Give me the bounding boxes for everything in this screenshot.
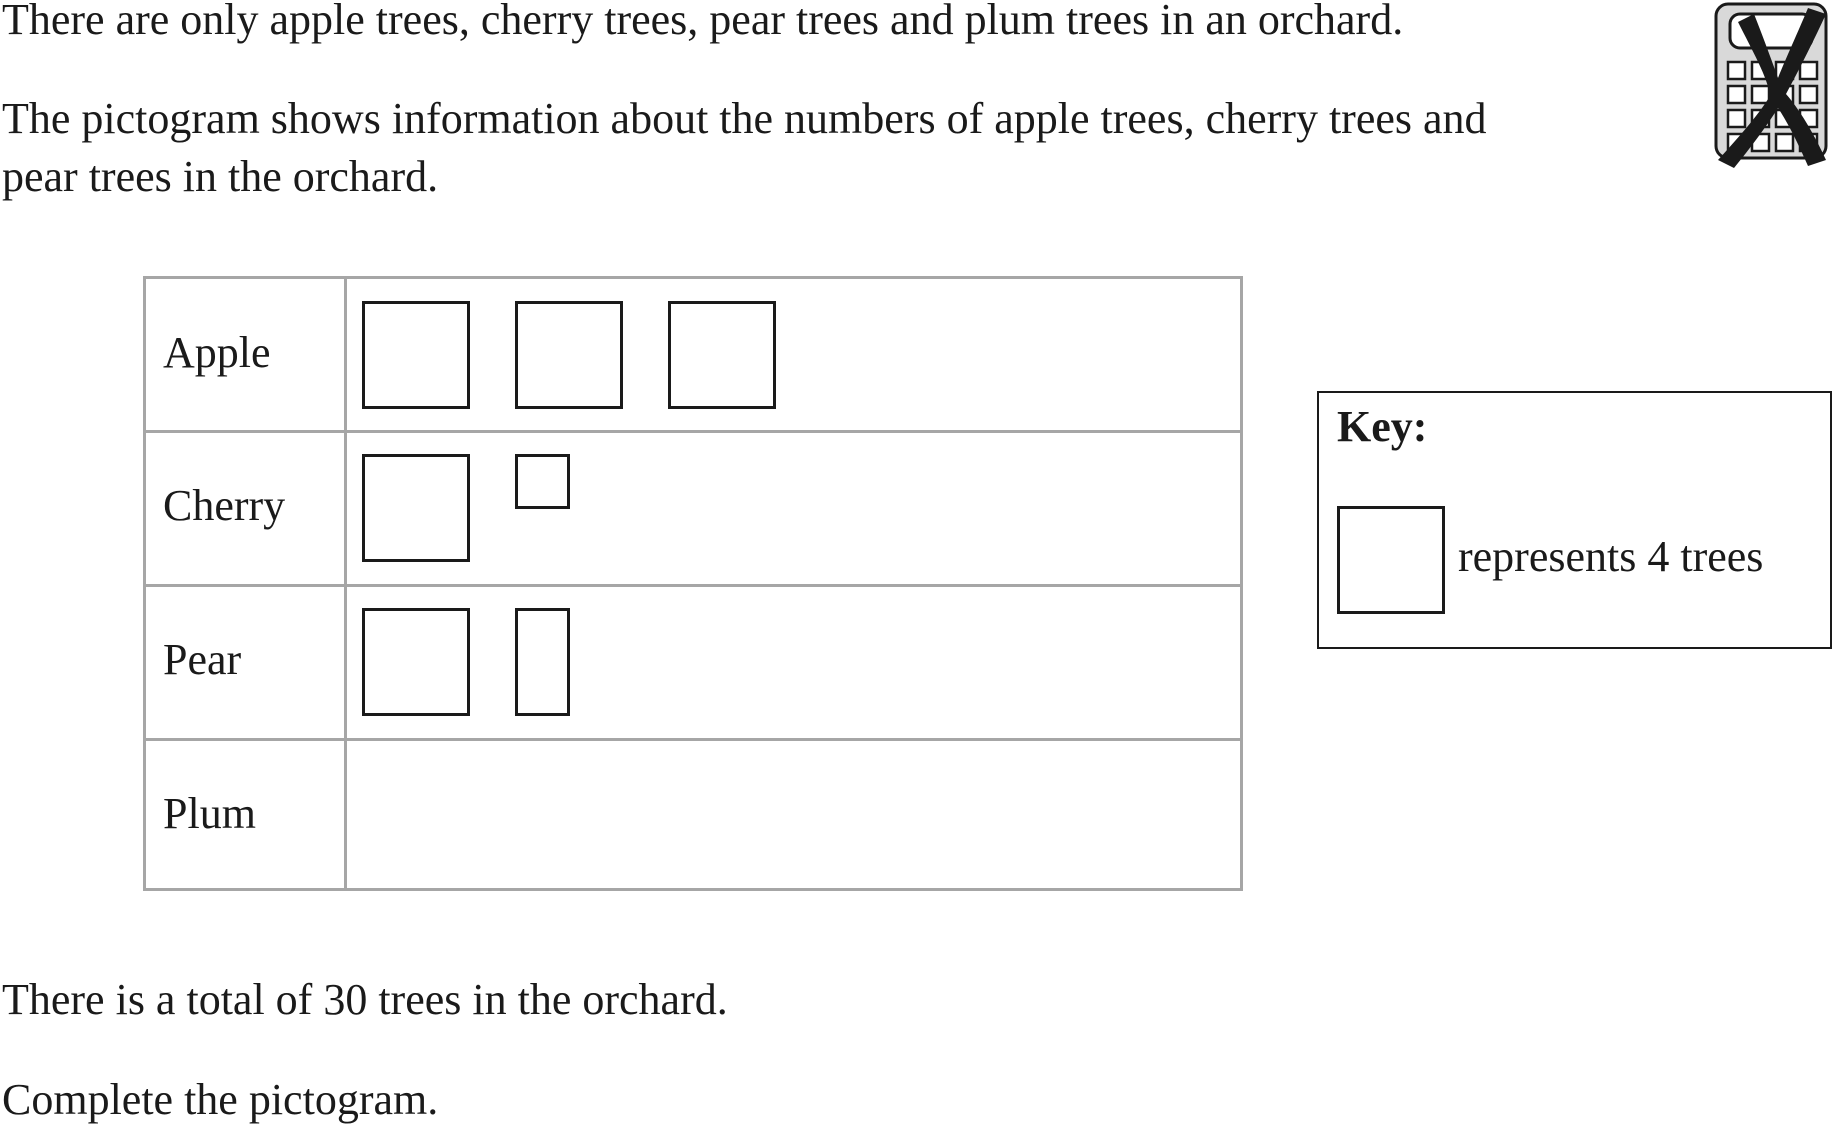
total-trees-line: There is a total of 30 trees in the orch…	[2, 975, 728, 1024]
key-title: Key:	[1337, 402, 1428, 451]
tree-symbol-half	[515, 608, 570, 716]
pictogram-row-cherry: Cherry	[146, 433, 1240, 586]
key-tree-symbol	[1337, 506, 1445, 614]
tree-symbol-full	[515, 301, 623, 409]
pictogram-row-pear: Pear	[146, 587, 1240, 740]
tree-symbol-quarter	[515, 454, 570, 509]
pear-symbols	[362, 587, 1240, 740]
tree-symbol-full	[668, 301, 776, 409]
pictogram-row-plum: Plum	[146, 741, 1240, 894]
table-column-divider	[344, 279, 347, 888]
table-row-divider	[146, 430, 1240, 433]
row-label-pear: Pear	[163, 635, 242, 684]
row-label-apple: Apple	[163, 328, 271, 377]
tree-symbol-full	[362, 608, 470, 716]
tree-symbol-full	[362, 454, 470, 562]
cherry-symbols	[362, 433, 1240, 586]
table-row-divider	[146, 584, 1240, 587]
table-row-divider	[146, 738, 1240, 741]
intro-line-1: There are only apple trees, cherry trees…	[2, 0, 1404, 44]
intro-line-2: The pictogram shows information about th…	[2, 94, 1487, 143]
instruction-line: Complete the pictogram.	[2, 1075, 439, 1124]
plum-symbols-empty[interactable]	[362, 741, 1240, 894]
apple-symbols	[362, 279, 1240, 432]
tree-symbol-full	[362, 301, 470, 409]
row-label-plum: Plum	[163, 789, 256, 838]
row-label-cherry: Cherry	[163, 481, 286, 530]
pictogram-row-apple: Apple	[146, 279, 1240, 432]
intro-line-3: pear trees in the orchard.	[2, 152, 439, 201]
pictogram-table: Apple Cherry Pear Plum	[143, 276, 1243, 891]
key-text: represents 4 trees	[1458, 532, 1764, 581]
calculator-not-allowed-icon	[1714, 2, 1828, 168]
key-box: Key: represents 4 trees	[1317, 391, 1832, 649]
